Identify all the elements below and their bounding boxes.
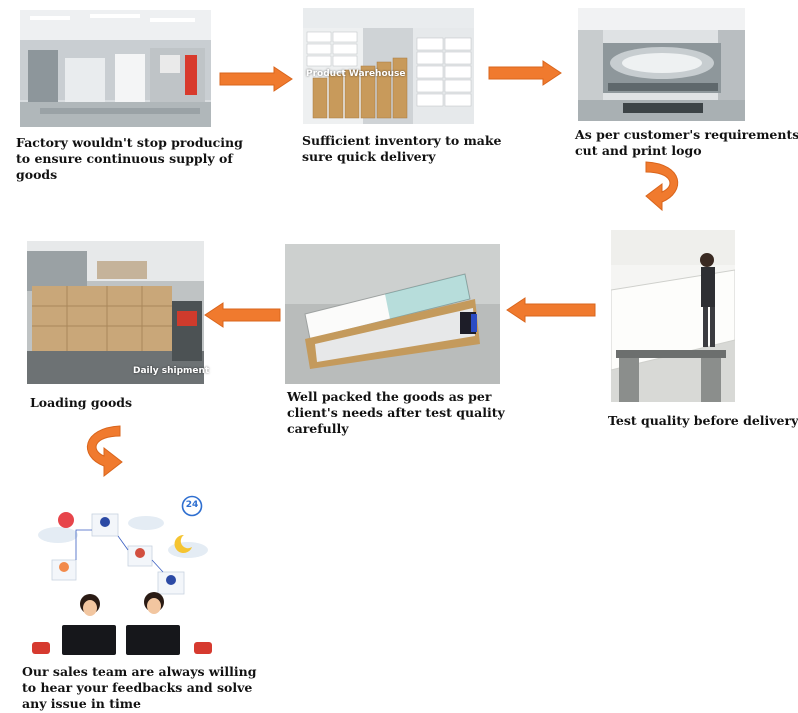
factory-production-photo <box>20 10 211 127</box>
quality-test-photo <box>611 230 735 402</box>
testing-caption: Test quality before delivery <box>608 413 798 428</box>
support-caption: Our sales team are always willing to hea… <box>22 664 257 711</box>
packing-caption: Well packed the goods as per client's ne… <box>287 389 505 436</box>
customer-support-illustration <box>28 490 218 660</box>
right-arrow-icon <box>488 60 562 86</box>
loading-truck-photo <box>27 241 204 384</box>
loading-photo-label: Daily shipment <box>133 366 210 376</box>
inventory-caption: Sufficient inventory to make sure quick … <box>302 133 502 164</box>
customize-caption: As per customer's requirements, cut and … <box>575 127 798 158</box>
packed-goods-photo <box>285 244 500 384</box>
left-arrow-icon <box>506 297 596 323</box>
warehouse-photo-label: Product Warehouse <box>306 69 406 79</box>
factory-production-caption: Factory wouldn't stop producing to ensur… <box>16 135 243 182</box>
right-arrow-icon <box>219 66 293 92</box>
warehouse-photo <box>303 8 474 124</box>
curved-down-arrow-icon <box>640 158 690 220</box>
left-arrow-icon <box>204 302 281 328</box>
24-hour-badge-text: 24 <box>185 500 199 510</box>
24-hour-service-icon <box>181 495 203 517</box>
cutting-machine-photo <box>578 8 745 121</box>
loading-caption: Loading goods <box>30 395 133 410</box>
curved-down-arrow-icon <box>74 422 128 484</box>
